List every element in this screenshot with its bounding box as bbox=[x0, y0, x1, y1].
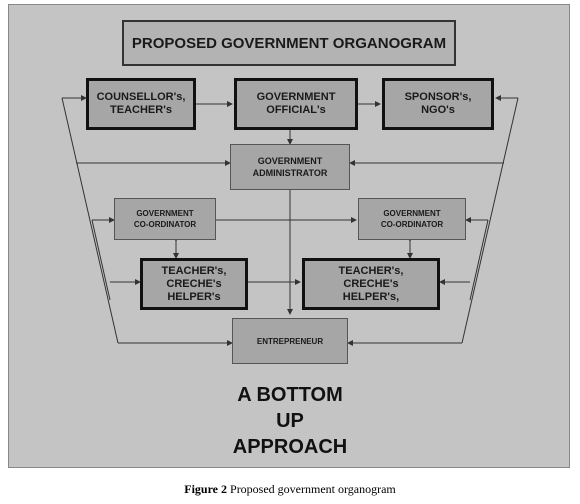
right-inner-line bbox=[469, 219, 489, 301]
slogan-line-2: UP bbox=[276, 410, 304, 432]
sponsor-ngo-box: SPONSOR's, NGO's bbox=[382, 78, 494, 130]
coordinator-left-box: GOVERNMENT CO-ORDINATOR bbox=[114, 198, 216, 240]
entrepreneur-box: ENTREPRENEUR bbox=[232, 318, 348, 364]
teacher-helper-left-box: TEACHER's, CRECHE's HELPER's bbox=[140, 258, 248, 310]
left-funnel-line bbox=[61, 97, 119, 344]
counsellor-teacher-box: COUNSELLOR's, TEACHER's bbox=[86, 78, 196, 130]
slogan-line-3: APPROACH bbox=[232, 436, 348, 458]
caption-label: Figure 2 bbox=[184, 482, 228, 496]
left-inner-line bbox=[91, 219, 111, 301]
teacher-helper-right-box: TEACHER's, CRECHE's HELPER's, bbox=[302, 258, 440, 310]
slogan-line-1: A BOTTOM bbox=[237, 384, 343, 406]
figure-caption: Figure 2 Proposed government organogram bbox=[0, 482, 580, 497]
right-funnel-line bbox=[461, 97, 519, 344]
diagram-title: PROPOSED GOVERNMENT ORGANOGRAM bbox=[122, 20, 456, 66]
coordinator-right-box: GOVERNMENT CO-ORDINATOR bbox=[358, 198, 466, 240]
caption-text: Proposed government organogram bbox=[227, 482, 396, 496]
government-administrator-box: GOVERNMENT ADMINISTRATOR bbox=[230, 144, 350, 190]
government-official-box: GOVERNMENT OFFICIAL's bbox=[234, 78, 358, 130]
